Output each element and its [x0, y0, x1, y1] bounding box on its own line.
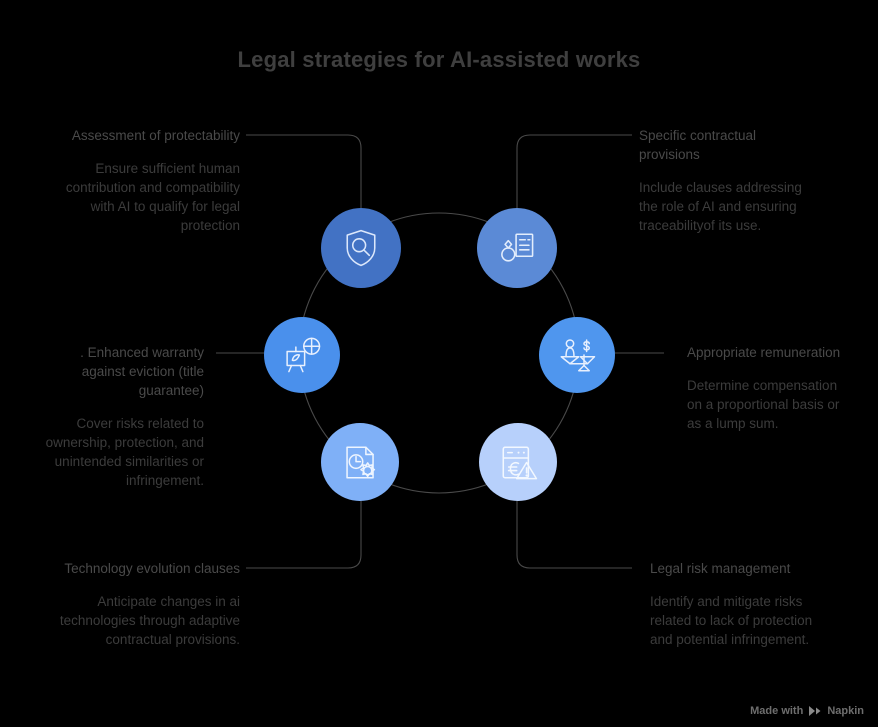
heading-enhanced-warranty: . Enhanced warranty against eviction (ti…: [80, 345, 204, 398]
made-with-label: Made with: [750, 705, 804, 717]
label-legal-risk-management: Legal risk management Identify and mitig…: [650, 559, 835, 649]
document-ring-icon: [495, 226, 539, 270]
node-appropriate-remuneration[interactable]: [539, 317, 615, 393]
page-title: Legal strategies for AI-assisted works: [237, 47, 641, 72]
body-specific-contractual-provisions: Include clauses addressing the role of A…: [639, 180, 802, 233]
heading-technology-evolution-clauses: Technology evolution clauses: [64, 561, 240, 576]
label-enhanced-warranty: . Enhanced warranty against eviction (ti…: [36, 343, 204, 490]
napkin-play-logo: [808, 705, 822, 717]
heading-legal-risk-management: Legal risk management: [650, 561, 791, 576]
connector-top-left: [246, 134, 362, 212]
shield-magnifier-icon: [339, 226, 383, 270]
balance-scale-icon: [556, 334, 598, 376]
heading-appropriate-remuneration: Appropriate remuneration: [687, 345, 841, 360]
body-technology-evolution-clauses: Anticipate changes in ai technologies th…: [59, 594, 240, 647]
napkin-watermark[interactable]: Made with Napkin: [750, 705, 864, 717]
node-specific-contractual-provisions[interactable]: [477, 208, 557, 288]
connector-bottom-left: [246, 497, 362, 569]
napkin-brand-label: Napkin: [827, 705, 864, 717]
body-enhanced-warranty: Cover risks related to ownership, protec…: [45, 416, 204, 488]
node-technology-evolution-clauses[interactable]: [321, 423, 399, 501]
node-enhanced-warranty[interactable]: [264, 317, 340, 393]
connector-bottom-right: [516, 497, 632, 569]
label-technology-evolution-clauses: Technology evolution clauses Anticipate …: [46, 559, 240, 649]
node-legal-risk-management[interactable]: [479, 423, 557, 501]
label-specific-contractual-provisions: Specific contractual provisions Include …: [639, 126, 819, 235]
heading-specific-contractual-provisions: Specific contractual provisions: [639, 128, 757, 162]
body-assessment-of-protectability: Ensure sufficient human contribution and…: [65, 161, 240, 233]
document-clock-gear-icon: [339, 441, 382, 484]
connector-top-right: [516, 134, 632, 212]
node-assessment-of-protectability[interactable]: [321, 208, 401, 288]
calculator-euro-warning-icon: [497, 441, 540, 484]
body-legal-risk-management: Identify and mitigate risks related to l…: [650, 594, 813, 647]
label-assessment-of-protectability: Assessment of protectability Ensure suff…: [46, 126, 240, 235]
heading-assessment-of-protectability: Assessment of protectability: [71, 128, 240, 143]
easel-globe-icon: [281, 334, 323, 376]
label-appropriate-remuneration: Appropriate remuneration Determine compe…: [687, 343, 853, 433]
body-appropriate-remuneration: Determine compensation on a proportional…: [687, 378, 840, 431]
